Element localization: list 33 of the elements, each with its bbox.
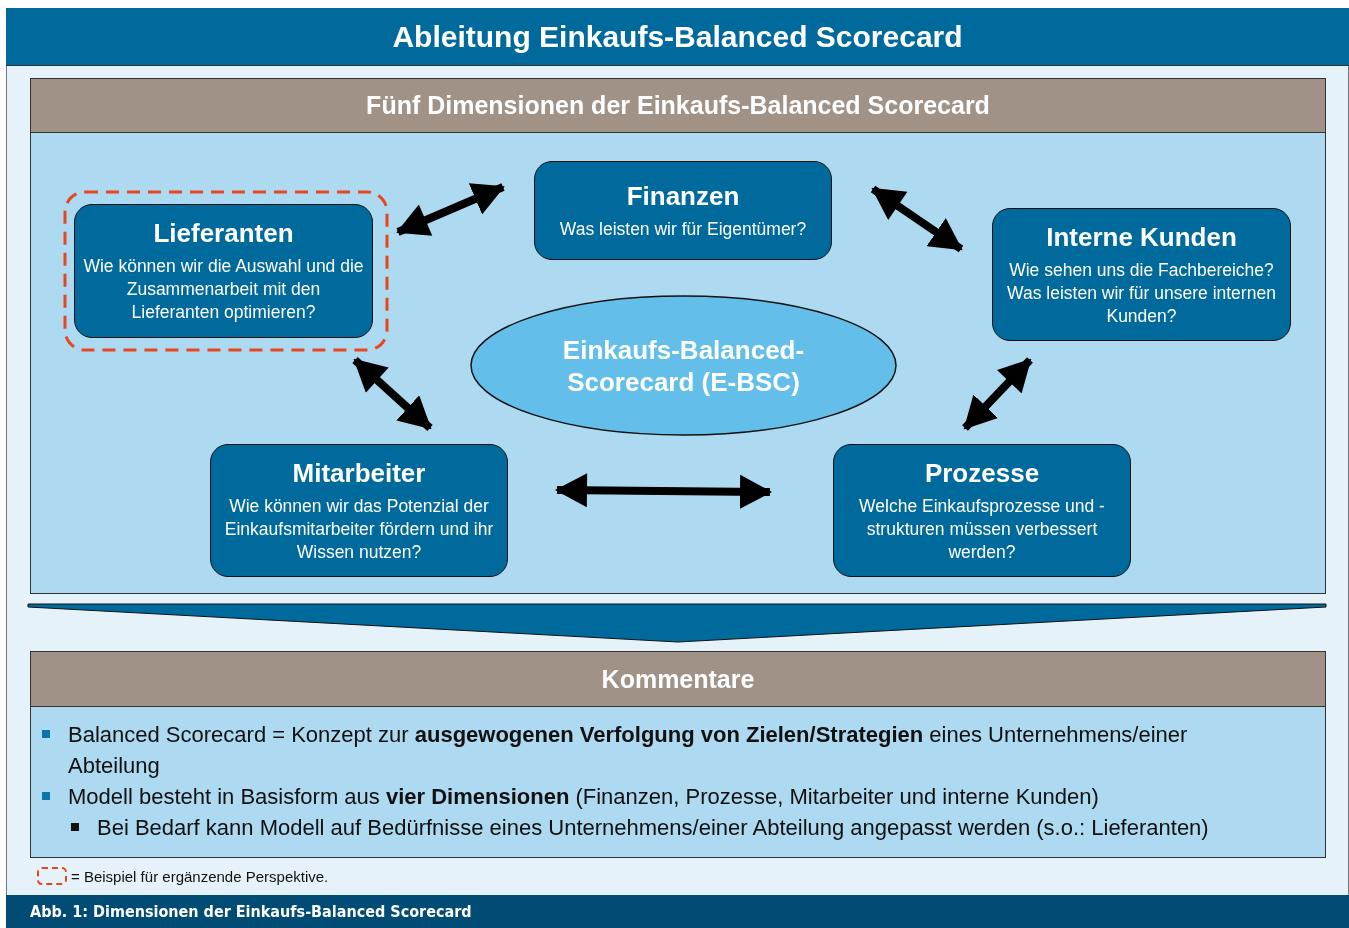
box-heading: Mitarbeiter	[291, 457, 427, 489]
ellipse-label: Einkaufs-Balanced-Scorecard (E-BSC)	[561, 333, 806, 398]
panel-heading: Fünf Dimensionen der Einkaufs-Balanced Scorecard	[31, 79, 1325, 133]
sub-bullet-text: Bei Bedarf kann Modell auf Bedürfnisse eines Unternehmens/einer Abteilung angepasst werden (s.o.: Lieferanten)	[97, 815, 1209, 840]
panel-heading: Kommentare	[31, 652, 1325, 707]
comments-panel	[30, 651, 1326, 858]
chevron-arrow	[27, 603, 1327, 643]
dimension-box	[74, 204, 373, 338]
dimension-box	[992, 208, 1291, 341]
dimensions-panel	[30, 78, 1326, 594]
title-bar: Ableitung Einkaufs-Balanced Scorecard	[6, 8, 1349, 66]
box-question: Wie können wir das Potenzial der Einkaufsmitarbeiter fördern und ihr Wissen nutzen?	[223, 494, 495, 564]
dimension-box	[833, 444, 1131, 577]
double-arrow	[555, 473, 772, 509]
dimension-box	[534, 161, 832, 260]
dimension-box	[210, 444, 508, 577]
legend-text: = Beispiel für ergänzende Perspektive.	[71, 867, 329, 885]
box-question: Was leisten wir für Eigentümer?	[558, 217, 808, 241]
box-heading: Interne Kunden	[1045, 221, 1238, 253]
double-arrow	[396, 183, 505, 236]
double-arrow	[352, 357, 433, 431]
center-ellipse	[470, 295, 897, 436]
double-arrow	[962, 357, 1033, 431]
box-heading: Lieferanten	[152, 218, 295, 249]
box-question: Wie sehen uns die Fachbereiche?	[1008, 258, 1275, 282]
box-question: Was leisten wir für unsere internen Kunden?	[1006, 281, 1277, 328]
double-arrow	[870, 185, 964, 253]
box-question: Welche Einkaufsprozesse und -strukturen müssen verbessert werden?	[858, 494, 1106, 564]
bullet-text: Modell besteht in Basisform aus vier Dimensionen (Finanzen, Prozesse, Mitarbeiter und interne Kunden)	[68, 784, 1099, 809]
box-heading: Prozesse	[923, 457, 1041, 489]
caption-bar: Abb. 1: Dimensionen der Einkaufs-Balanced Scorecard	[6, 895, 1349, 928]
box-question: Wie können wir die Auswahl und die Zusammenarbeit mit den Lieferanten optimieren?	[82, 255, 365, 324]
box-heading: Finanzen	[625, 180, 741, 212]
